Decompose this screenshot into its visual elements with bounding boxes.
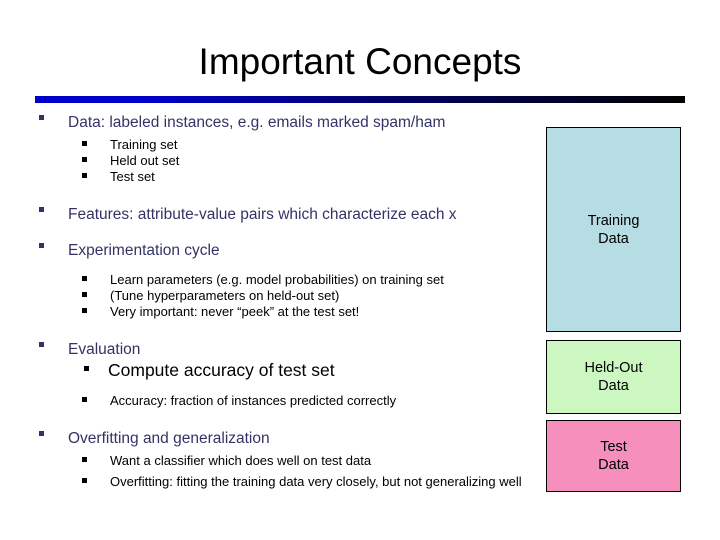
bullet-data: Data: labeled instances, e.g. emails mar… (36, 113, 536, 132)
square-bullet-icon (82, 157, 87, 162)
square-bullet-icon (82, 276, 87, 281)
held-out-data-box-line1: Held-Out (584, 360, 643, 376)
bullet-experimentation-sub-2: Very important: never “peek” at the test… (36, 304, 536, 320)
spacer (36, 381, 536, 393)
square-bullet-icon (39, 431, 44, 436)
spacer (36, 320, 536, 340)
training-data-box: Training Data (546, 127, 681, 332)
square-bullet-icon (39, 207, 44, 212)
square-bullet-icon (82, 308, 87, 313)
test-data-box: Test Data (546, 420, 681, 492)
test-data-box-line2: Data (598, 457, 629, 473)
spacer (36, 185, 536, 205)
bullet-data-sub-2-label: Test set (110, 169, 155, 184)
bullet-experimentation: Experimentation cycle (36, 241, 536, 260)
bullet-features-label: Features: attribute-value pairs which ch… (68, 206, 457, 223)
square-bullet-icon (82, 457, 87, 462)
square-bullet-icon (82, 397, 87, 402)
held-out-data-box: Held-Out Data (546, 340, 681, 414)
bullet-overfitting-sub-0: Want a classifier which does well on tes… (36, 453, 536, 469)
square-bullet-icon (39, 243, 44, 248)
bullet-list: Data: labeled instances, e.g. emails mar… (36, 113, 536, 490)
bullet-data-sub-2: Test set (36, 169, 536, 185)
bullet-data-sub-1: Held out set (36, 153, 536, 169)
title-divider-rule (35, 96, 685, 103)
spacer (36, 224, 536, 241)
square-bullet-icon (82, 141, 87, 146)
bullet-experimentation-sub-0: Learn parameters (e.g. model probabiliti… (36, 272, 536, 288)
training-data-box-line2: Data (598, 230, 629, 247)
training-data-box-line1: Training (587, 212, 640, 229)
square-bullet-icon (39, 342, 44, 347)
bullet-features: Features: attribute-value pairs which ch… (36, 205, 536, 224)
bullet-overfitting: Overfitting and generalization (36, 429, 536, 448)
test-data-box-label: Test Data (598, 438, 629, 474)
bullet-experimentation-sub-0-label: Learn parameters (e.g. model probabiliti… (110, 272, 444, 287)
bullet-overfitting-sub-1-label: Overfitting: fitting the training data v… (110, 474, 522, 489)
bullet-data-label: Data: labeled instances, e.g. emails mar… (68, 114, 446, 131)
page-title: Important Concepts (198, 41, 522, 82)
bullet-evaluation-sub-big: Compute accuracy of test set (36, 359, 536, 381)
held-out-data-box-label: Held-Out Data (584, 359, 642, 395)
bullet-overfitting-label: Overfitting and generalization (68, 430, 270, 447)
bullet-evaluation-sub-0: Accuracy: fraction of instances predicte… (36, 393, 536, 409)
bullet-overfitting-sub-1: Overfitting: fitting the training data v… (36, 474, 536, 490)
test-data-box-line1: Test (600, 439, 627, 455)
bullet-experimentation-sub-2-label: Very important: never “peek” at the test… (110, 304, 360, 319)
bullet-experimentation-sub-1: (Tune hyperparameters on held-out set) (36, 288, 536, 304)
held-out-data-box-line2: Data (598, 378, 629, 394)
training-data-box-label: Training Data (588, 212, 640, 248)
spacer (36, 260, 536, 272)
bullet-evaluation: Evaluation (36, 340, 536, 359)
square-bullet-icon (84, 366, 89, 371)
spacer (36, 409, 536, 429)
bullet-evaluation-sub-0-label: Accuracy: fraction of instances predicte… (110, 393, 397, 408)
bullet-data-sub-1-label: Held out set (110, 153, 180, 168)
bullet-evaluation-label: Evaluation (68, 341, 141, 358)
bullet-evaluation-sub-big-label: Compute accuracy of test set (108, 360, 335, 380)
bullet-experimentation-label: Experimentation cycle (68, 242, 220, 259)
square-bullet-icon (82, 478, 87, 483)
bullet-experimentation-sub-1-label: (Tune hyperparameters on held-out set) (110, 288, 340, 303)
bullet-data-sub-0-label: Training set (110, 137, 178, 152)
square-bullet-icon (39, 115, 44, 120)
square-bullet-icon (82, 173, 87, 178)
bullet-overfitting-sub-0-label: Want a classifier which does well on tes… (110, 453, 372, 468)
square-bullet-icon (82, 292, 87, 297)
bullet-data-sub-0: Training set (36, 137, 536, 153)
